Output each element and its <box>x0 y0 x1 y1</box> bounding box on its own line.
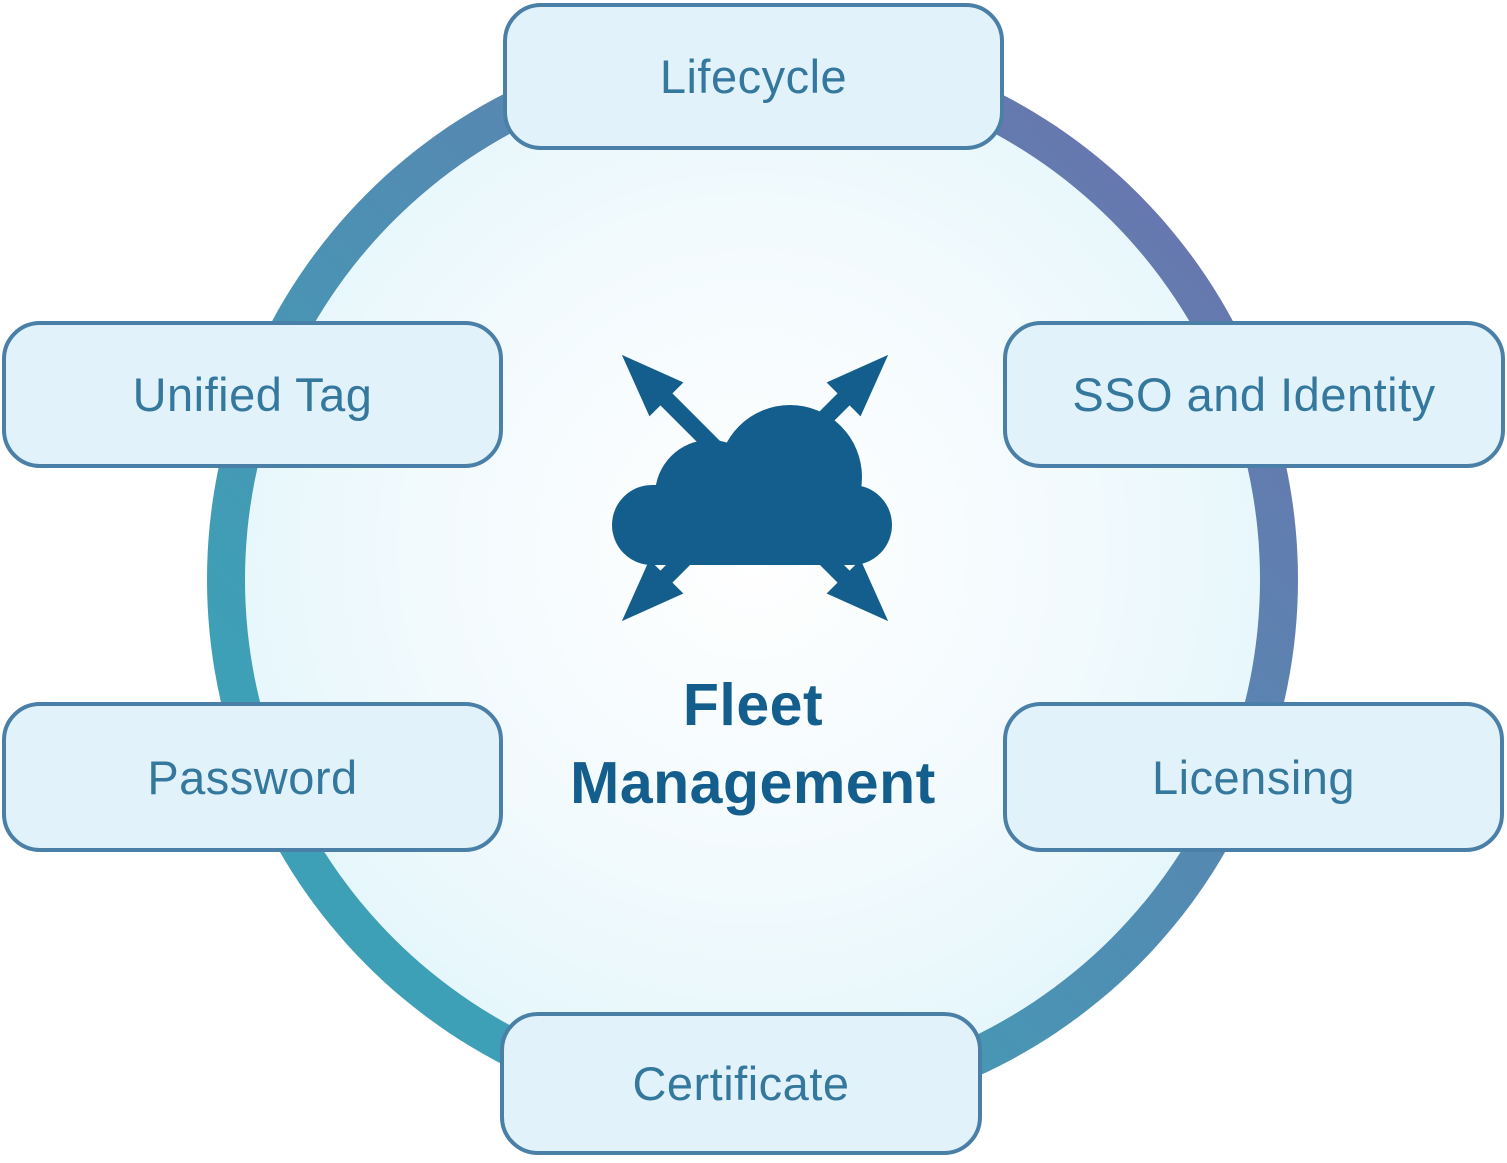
node-licensing: Licensing <box>1003 702 1504 852</box>
node-lifecycle: Lifecycle <box>503 3 1004 150</box>
node-unified-tag: Unified Tag <box>2 321 503 468</box>
node-licensing-label: Licensing <box>1151 750 1356 804</box>
node-sso-and-identity: SSO and Identity <box>1003 321 1505 468</box>
cloud-arrows-icon <box>605 338 905 638</box>
node-password-label: Password <box>147 750 358 804</box>
node-certificate: Certificate <box>500 1012 982 1155</box>
node-lifecycle-label: Lifecycle <box>659 50 848 103</box>
node-unified-tag-label: Unified Tag <box>132 368 373 421</box>
node-certificate-label: Certificate <box>632 1057 850 1110</box>
inner-circle-fill <box>245 72 1260 1087</box>
center-title: Fleet Management <box>403 666 1103 822</box>
center-title-line2: Management <box>570 750 936 816</box>
node-sso-and-identity-label: SSO and Identity <box>1072 368 1436 421</box>
node-password: Password <box>2 702 503 852</box>
center-title-line1: Fleet <box>682 672 824 738</box>
outer-gradient-ring <box>207 34 1298 1125</box>
